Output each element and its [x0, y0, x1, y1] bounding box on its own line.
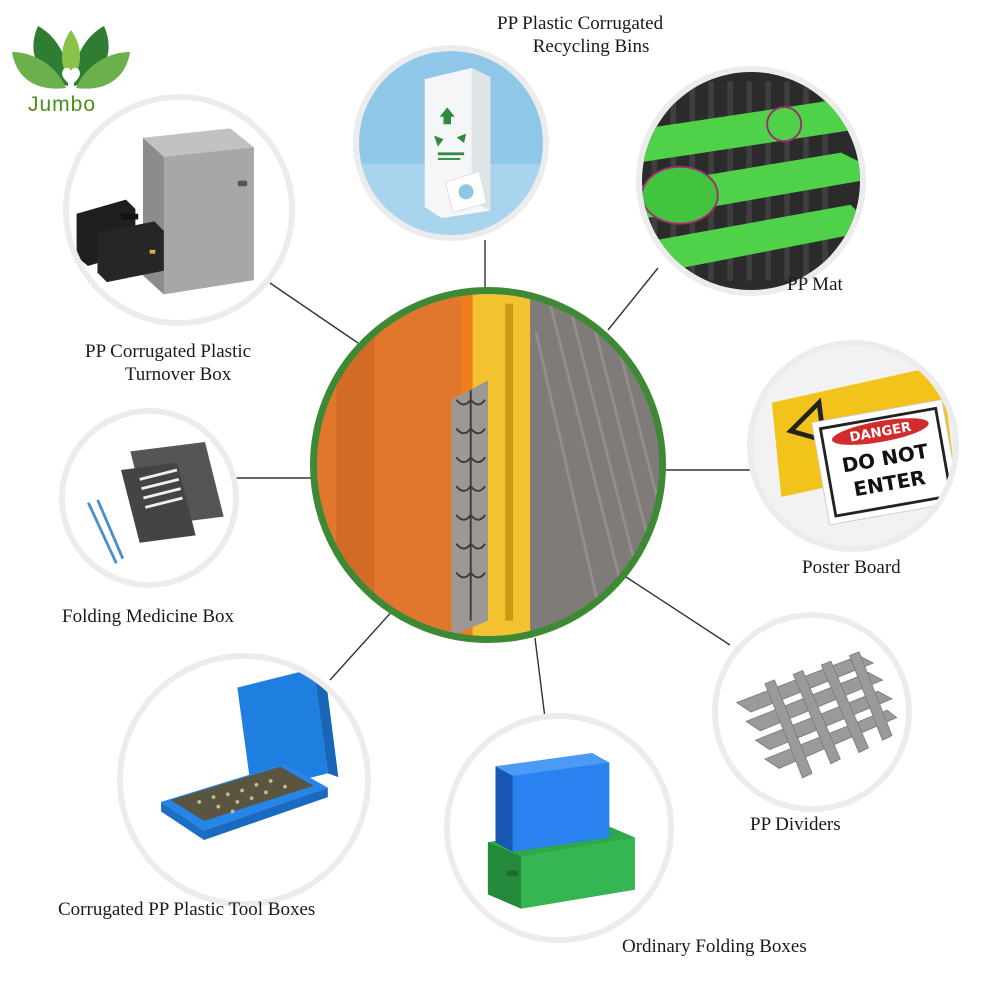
label-recycling-bins: PP Plastic Corrugated Recycling Bins — [497, 13, 664, 57]
label-turnover-box: PP Corrugated Plastic Turnover Box — [85, 341, 252, 385]
product-turnover-box — [63, 94, 295, 326]
corrugated-sheet-icon — [317, 294, 659, 636]
medicine-box-icon — [65, 414, 233, 582]
grid-divider-icon — [718, 618, 906, 806]
danger-sign-icon: DANGER DO NOT ENTER — [753, 346, 953, 546]
label-pp-dividers: PP Dividers — [750, 814, 841, 835]
label-medicine-box: Folding Medicine Box — [62, 606, 235, 627]
label-tool-boxes: Corrugated PP Plastic Tool Boxes — [58, 899, 316, 920]
label-pp-mat: PP Mat — [787, 274, 843, 295]
product-tool-boxes — [117, 653, 371, 907]
product-pp-dividers — [712, 612, 912, 812]
product-recycling-bins — [353, 45, 549, 241]
turnover-box-icon — [69, 100, 289, 320]
label-poster-board: Poster Board — [802, 557, 901, 578]
product-pp-mat — [636, 66, 866, 296]
tool-box-icon — [123, 659, 365, 901]
product-poster-board: DANGER DO NOT ENTER — [747, 340, 959, 552]
recycle-box-icon — [359, 51, 543, 235]
brand-name: Jumbo — [28, 93, 97, 116]
leaf-icon — [12, 26, 130, 89]
center-corrugated-sheets — [310, 287, 666, 643]
product-folding-boxes — [444, 713, 674, 943]
label-folding-boxes: Ordinary Folding Boxes — [622, 936, 807, 957]
product-medicine-box — [59, 408, 239, 588]
mat-icon — [642, 72, 860, 290]
folding-box-icon — [450, 719, 668, 937]
